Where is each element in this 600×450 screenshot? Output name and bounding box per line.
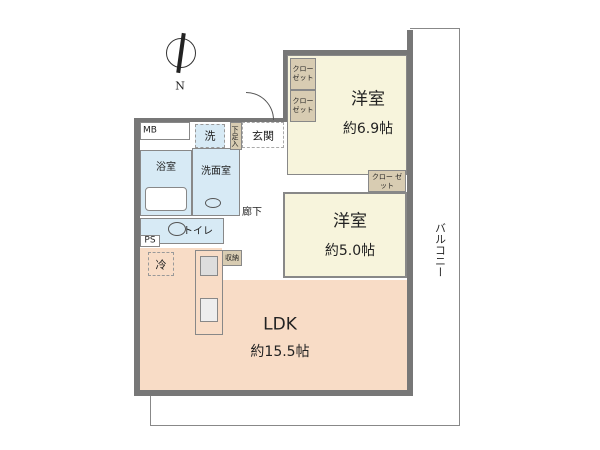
laundry-space bbox=[195, 124, 225, 148]
front-door[interactable] bbox=[246, 92, 274, 120]
hallway-label: 廊下 bbox=[242, 207, 262, 218]
bedroom-2 bbox=[283, 192, 407, 278]
entrance-label: 玄関 bbox=[252, 129, 274, 143]
bedroom-1-size: 約6.9帖 bbox=[342, 121, 394, 137]
mb bbox=[140, 122, 190, 140]
washbasin-icon bbox=[205, 198, 221, 208]
bathroom-label: 浴室 bbox=[156, 162, 176, 173]
balcony-label: バルコニー bbox=[433, 222, 447, 278]
north-arrow-icon bbox=[176, 32, 186, 74]
bathtub-icon bbox=[145, 187, 187, 211]
ps bbox=[140, 235, 160, 247]
closet-2: クロー ゼット bbox=[290, 90, 316, 122]
toilet-label: トイレ bbox=[183, 226, 213, 237]
storage: 収納 bbox=[222, 250, 242, 266]
laundry-label: 洗 bbox=[204, 129, 216, 143]
mb-label: MB bbox=[143, 125, 157, 136]
compass bbox=[166, 32, 196, 74]
entrance bbox=[242, 122, 284, 148]
bedroom-1-name: 洋室 bbox=[351, 89, 385, 110]
toilet-icon bbox=[168, 222, 186, 236]
exterior-wall bbox=[134, 120, 140, 396]
bedroom-2-name: 洋室 bbox=[333, 211, 367, 232]
fridge-label: 冷 bbox=[155, 258, 167, 272]
washroom-label: 洗面室 bbox=[201, 166, 231, 177]
ldk-size: 約15.5帖 bbox=[250, 344, 310, 360]
shoe-storage: 下足入 bbox=[230, 122, 242, 150]
closet-3: クロー ゼット bbox=[368, 170, 406, 192]
north-label: N bbox=[175, 79, 185, 93]
stove-icon bbox=[200, 256, 218, 276]
ldk-name: LDK bbox=[263, 314, 297, 335]
ps-label: PS bbox=[144, 235, 156, 246]
sink-icon bbox=[200, 298, 218, 322]
closet-1: クロー ゼット bbox=[290, 58, 316, 90]
bedroom-2-size: 約5.0帖 bbox=[324, 243, 376, 259]
ldk bbox=[140, 280, 407, 390]
fridge-space bbox=[148, 252, 174, 276]
